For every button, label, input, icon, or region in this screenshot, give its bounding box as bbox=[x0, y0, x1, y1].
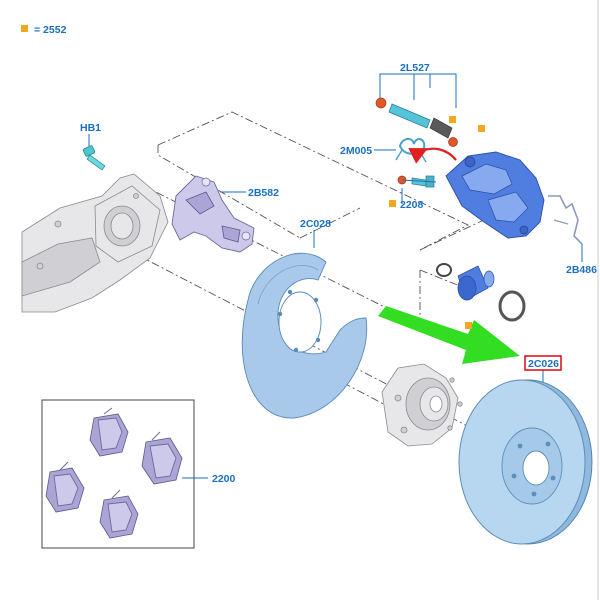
label-2b486: 2B486 bbox=[566, 264, 597, 276]
bolt-hb1: HB1 bbox=[80, 122, 106, 171]
anti-rattle-spring: 2M005 bbox=[340, 138, 457, 164]
dust-shield: 2C028 bbox=[241, 218, 368, 419]
piston-seal-kit bbox=[436, 263, 526, 329]
legend-text: = 2552 bbox=[34, 24, 67, 36]
label-2m005: 2M005 bbox=[340, 145, 372, 157]
legend: = 2552 bbox=[21, 24, 67, 36]
label-2200: 2200 bbox=[212, 473, 236, 485]
hub-bearing bbox=[381, 363, 463, 447]
label-2208: 2208 bbox=[400, 199, 424, 211]
guide-pins: 2L527 bbox=[375, 62, 458, 147]
green-arrow bbox=[378, 306, 520, 364]
label-hb1: HB1 bbox=[80, 122, 101, 134]
brake-pad-kit: 2200 bbox=[41, 399, 236, 549]
bleed-screw: 2208 bbox=[389, 175, 437, 211]
brake-rotor: 2C026 bbox=[458, 355, 593, 545]
label-2c026-highlight bbox=[524, 355, 562, 371]
legend-marker bbox=[21, 25, 28, 32]
label-2c026: 2C026 bbox=[528, 358, 559, 370]
label-2l527: 2L527 bbox=[400, 62, 430, 74]
caliper-bracket: 2B582 bbox=[171, 175, 279, 253]
label-2b582: 2B582 bbox=[248, 187, 279, 199]
caliper: 2B486 bbox=[445, 125, 597, 276]
knuckle-assembly bbox=[21, 173, 169, 313]
label-2c028: 2C028 bbox=[300, 218, 331, 230]
